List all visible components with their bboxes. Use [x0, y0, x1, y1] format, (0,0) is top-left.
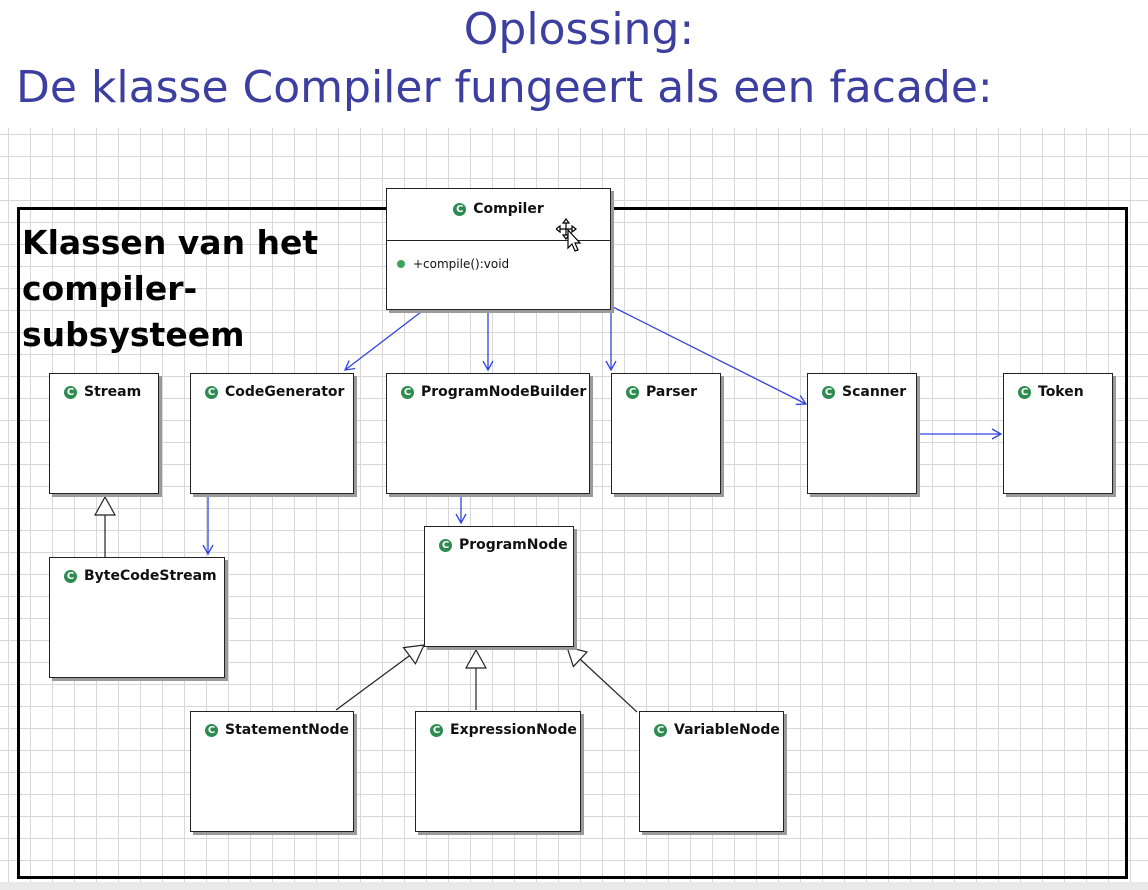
- package-label: Klassen van het compiler- subsysteem: [22, 223, 319, 354]
- class-icon: C: [453, 202, 467, 216]
- class-name: ProgramNodeBuilder: [421, 384, 587, 400]
- class-name: Parser: [646, 384, 697, 400]
- class-icon: C: [401, 385, 414, 399]
- class-icon: C: [1018, 385, 1031, 399]
- class-icon: C: [439, 538, 452, 552]
- class-scanner[interactable]: C Scanner: [807, 373, 917, 494]
- compartment-divider: [387, 240, 610, 241]
- class-programnodebuilder[interactable]: C ProgramNodeBuilder: [386, 373, 590, 494]
- method-compile: +compile():void: [397, 257, 509, 271]
- class-name: ExpressionNode: [450, 722, 577, 738]
- class-icon: C: [626, 385, 639, 399]
- assoc-compiler-scanner: [610, 305, 808, 406]
- class-statementnode[interactable]: C StatementNode: [190, 711, 354, 832]
- class-icon: C: [822, 385, 835, 399]
- class-token[interactable]: C Token: [1003, 373, 1113, 494]
- class-icon: C: [654, 723, 667, 737]
- class-name: Scanner: [842, 384, 907, 400]
- bottom-edge: [0, 882, 1148, 890]
- class-name: ProgramNode: [459, 537, 568, 553]
- class-name: Token: [1038, 384, 1084, 400]
- gen-variablenode-programnode: [567, 647, 638, 713]
- class-expressionnode[interactable]: C ExpressionNode: [415, 711, 581, 832]
- class-name: StatementNode: [225, 722, 350, 738]
- assoc-compiler-codegenerator: [343, 311, 422, 371]
- slide-title-line1: Oplossing:: [463, 4, 695, 55]
- class-icon: C: [430, 723, 443, 737]
- class-name: Stream: [84, 384, 142, 400]
- class-parser[interactable]: C Parser: [611, 373, 721, 494]
- class-stream[interactable]: C Stream: [49, 373, 159, 494]
- class-name: CodeGenerator: [225, 384, 345, 400]
- move-cursor-icon: [556, 218, 582, 252]
- class-icon: C: [64, 569, 77, 583]
- class-bytecodestream[interactable]: C ByteCodeStream: [49, 557, 225, 678]
- class-name: VariableNode: [674, 722, 780, 738]
- class-codegenerator[interactable]: C CodeGenerator: [190, 373, 354, 494]
- class-icon: C: [205, 385, 218, 399]
- class-name: ByteCodeStream: [84, 568, 217, 584]
- class-variablenode[interactable]: C VariableNode: [639, 711, 784, 832]
- class-name: Compiler: [473, 201, 544, 217]
- gen-statementnode-programnode: [335, 645, 424, 711]
- slide-title-line2: De klasse Compiler fungeert als een faca…: [16, 62, 993, 113]
- class-icon: C: [205, 723, 218, 737]
- public-method-icon: [397, 260, 405, 268]
- class-programnode[interactable]: C ProgramNode: [424, 526, 574, 647]
- class-icon: C: [64, 385, 77, 399]
